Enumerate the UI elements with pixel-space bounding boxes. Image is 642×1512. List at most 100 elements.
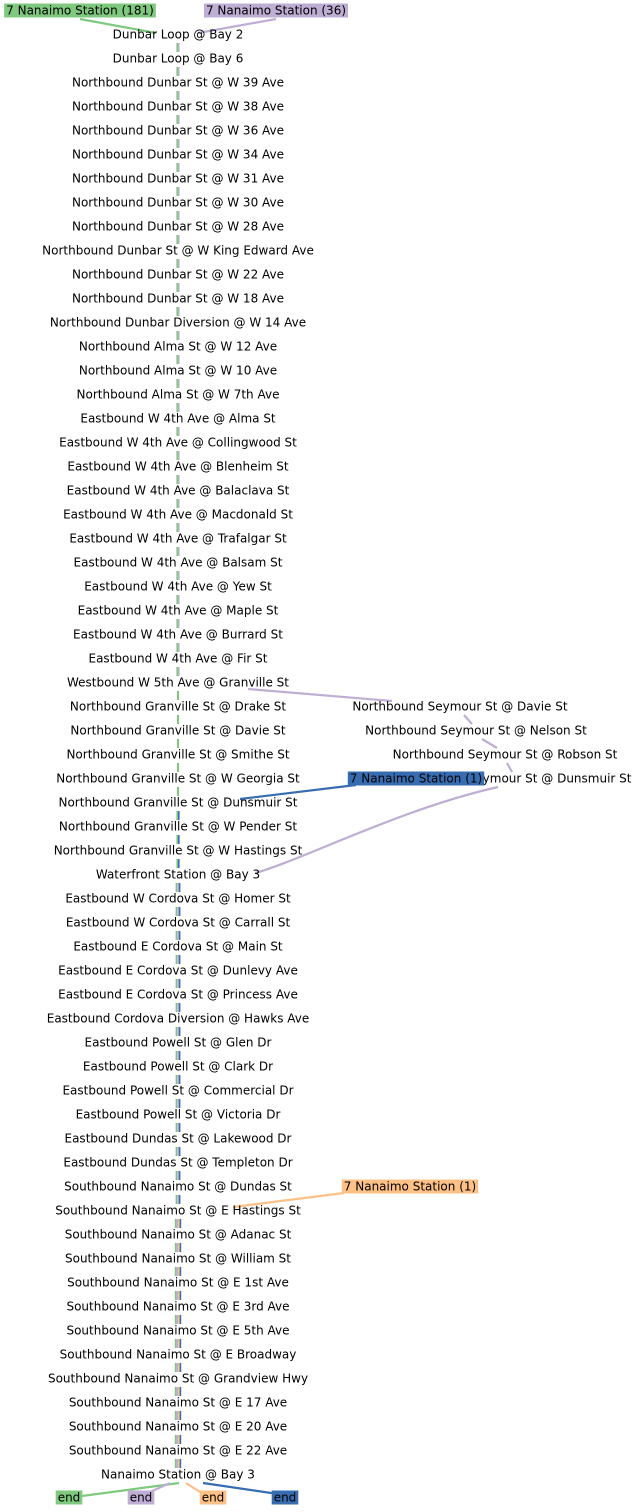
stop-label-group: Southbound Nanaimo St @ E 22 Ave bbox=[69, 1444, 287, 1458]
stop-label: Northbound Dunbar St @ W 28 Ave bbox=[72, 220, 284, 234]
stop-label-group: Southbound Nanaimo St @ E Hastings St bbox=[55, 1204, 301, 1218]
stop-label-group: Northbound Granville St @ Smithe St bbox=[66, 748, 289, 762]
stop-label: Eastbound W 4th Ave @ Collingwood St bbox=[59, 436, 297, 450]
stop-label-group: Northbound Dunbar St @ W 36 Ave bbox=[72, 124, 284, 138]
stop-label: Dunbar Loop @ Bay 6 bbox=[113, 52, 244, 66]
route-label-orange: 7 Nanaimo Station (1) bbox=[344, 1180, 476, 1194]
stop-label: Northbound Dunbar Diversion @ W 14 Ave bbox=[50, 316, 306, 330]
stop-label-group: Northbound Granville St @ Drake St bbox=[70, 700, 286, 714]
stop-label-group: Waterfront Station @ Bay 3 bbox=[96, 868, 260, 882]
stop-label: Eastbound W 4th Ave @ Maple St bbox=[78, 604, 279, 618]
route-labels: 7 Nanaimo Station (181) 7 Nanaimo Station… bbox=[4, 3, 485, 1505]
stop-label-group: Eastbound E Cordova St @ Dunlevy Ave bbox=[58, 964, 298, 978]
stop-label: Eastbound E Cordova St @ Princess Ave bbox=[58, 988, 298, 1002]
stop-label-group: Northbound Granville St @ W Hastings St bbox=[54, 844, 303, 858]
stop-label: Southbound Nanaimo St @ E 5th Ave bbox=[66, 1324, 289, 1338]
route-label-purple-group: 7 Nanaimo Station (36) bbox=[203, 3, 349, 18]
stop-label-group: Eastbound W 4th Ave @ Alma St bbox=[80, 412, 276, 426]
stop-label-group: Eastbound W 4th Ave @ Balsam St bbox=[74, 556, 283, 570]
stop-label-group: Eastbound W 4th Ave @ Macdonald St bbox=[63, 508, 293, 522]
stop-label: Eastbound E Cordova St @ Main St bbox=[73, 940, 283, 954]
stop-label-group: Eastbound E Cordova St @ Main St bbox=[73, 940, 283, 954]
stop-label: Northbound Alma St @ W 10 Ave bbox=[79, 364, 277, 378]
stop-label: Eastbound W Cordova St @ Homer St bbox=[65, 892, 291, 906]
stop-label-group: Northbound Alma St @ W 12 Ave bbox=[79, 340, 277, 354]
stop-label-group: Southbound Nanaimo St @ Grandview Hwy bbox=[48, 1372, 308, 1386]
stop-label-group: Eastbound Powell St @ Commercial Dr bbox=[62, 1084, 293, 1098]
stop-label: Southbound Nanaimo St @ E Hastings St bbox=[55, 1204, 301, 1218]
stop-label-group: Eastbound W 4th Ave @ Collingwood St bbox=[59, 436, 297, 450]
stop-label: Northbound Granville St @ W Georgia St bbox=[56, 772, 300, 786]
stop-label-group: Northbound Dunbar St @ W 22 Ave bbox=[72, 268, 284, 282]
purple-branch-seg bbox=[506, 762, 513, 773]
stop-label: Northbound Granville St @ Drake St bbox=[70, 700, 286, 714]
stop-label: Eastbound W Cordova St @ Carrall St bbox=[66, 916, 291, 930]
end-label-purple-box bbox=[127, 1490, 155, 1505]
purple-branch-out bbox=[247, 687, 393, 703]
stop-label-group: Northbound Dunbar St @ W 18 Ave bbox=[72, 292, 284, 306]
purple-branch-seg bbox=[481, 738, 498, 749]
stop-label-group: Southbound Nanaimo St @ Dundas St bbox=[64, 1180, 292, 1194]
end-label-purple: end bbox=[130, 1491, 153, 1505]
route-label-purple: 7 Nanaimo Station (36) bbox=[206, 4, 346, 18]
stop-label-group: Dunbar Loop @ Bay 6 bbox=[113, 52, 244, 66]
stop-label: Southbound Nanaimo St @ E 1st Ave bbox=[67, 1276, 289, 1290]
stop-label-group: Northbound Alma St @ W 10 Ave bbox=[79, 364, 277, 378]
stop-label: Northbound Dunbar St @ W 36 Ave bbox=[72, 124, 284, 138]
stop-label-group: Southbound Nanaimo St @ E 3rd Ave bbox=[66, 1300, 289, 1314]
stop-label: Eastbound W 4th Ave @ Burrard St bbox=[73, 628, 283, 642]
end-label-blue: end bbox=[274, 1491, 297, 1505]
stop-label-group: Southbound Nanaimo St @ William St bbox=[65, 1252, 291, 1266]
stop-label-group: Southbound Nanaimo St @ E 5th Ave bbox=[66, 1324, 289, 1338]
stop-label-group: Northbound Granville St @ W Georgia St bbox=[56, 772, 300, 786]
stop-label-group: Southbound Nanaimo St @ Adanac St bbox=[65, 1228, 292, 1242]
stop-label: Eastbound E Cordova St @ Dunlevy Ave bbox=[58, 964, 298, 978]
stop-label: Northbound Dunbar St @ W 34 Ave bbox=[72, 148, 284, 162]
purple-branch-return bbox=[254, 785, 499, 875]
stop-label: Southbound Nanaimo St @ William St bbox=[65, 1252, 291, 1266]
stop-label: Eastbound W 4th Ave @ Trafalgar St bbox=[69, 532, 287, 546]
stop-label: Northbound Dunbar St @ W King Edward Ave bbox=[42, 244, 314, 258]
stop-label: Southbound Nanaimo St @ E 3rd Ave bbox=[66, 1300, 289, 1314]
stop-label-group: Eastbound Cordova Diversion @ Hawks Ave bbox=[47, 1012, 310, 1026]
route-label-green-box bbox=[4, 3, 156, 18]
stop-label: Nanaimo Station @ Bay 3 bbox=[101, 1468, 255, 1482]
route-label-purple-box bbox=[203, 3, 349, 18]
stop-label: Dunbar Loop @ Bay 2 bbox=[113, 28, 244, 42]
end-label-blue-group: end bbox=[271, 1490, 299, 1505]
stop-label: Eastbound Dundas St @ Lakewood Dr bbox=[65, 1132, 292, 1146]
stop-label-group: Northbound Dunbar St @ W 34 Ave bbox=[72, 148, 284, 162]
stop-label-group: Eastbound W 4th Ave @ Burrard St bbox=[73, 628, 283, 642]
end-label-purple-group: end bbox=[127, 1490, 155, 1505]
branch-stop-label: Northbound Seymour St @ Nelson St bbox=[365, 724, 587, 738]
end-label-orange-group: end bbox=[199, 1490, 227, 1505]
stop-label-group: Northbound Granville St @ Davie St bbox=[70, 724, 285, 738]
purple-start-connector bbox=[197, 17, 277, 35]
stop-label-group: Southbound Nanaimo St @ E 1st Ave bbox=[67, 1276, 289, 1290]
stop-label: Northbound Dunbar St @ W 31 Ave bbox=[72, 172, 284, 186]
stop-label-group: Eastbound Powell St @ Victoria Dr bbox=[76, 1108, 281, 1122]
stop-label: Southbound Nanaimo St @ E 20 Ave bbox=[69, 1420, 287, 1434]
blue-start-connector bbox=[239, 783, 357, 801]
branch-stop-label: Northbound Seymour St @ Davie St bbox=[352, 700, 567, 714]
stop-label-group: Eastbound W 4th Ave @ Maple St bbox=[78, 604, 279, 618]
stop-label: Southbound Nanaimo St @ Adanac St bbox=[65, 1228, 292, 1242]
stop-label-group: Northbound Granville St @ Dunsmuir St bbox=[58, 796, 297, 810]
stop-label-group: Southbound Nanaimo St @ E 20 Ave bbox=[69, 1420, 287, 1434]
stop-label: Northbound Dunbar St @ W 39 Ave bbox=[72, 76, 284, 90]
stop-label: Southbound Nanaimo St @ E 17 Ave bbox=[69, 1396, 287, 1410]
route-label-blue-box bbox=[347, 771, 485, 786]
stop-label: Southbound Nanaimo St @ Grandview Hwy bbox=[48, 1372, 308, 1386]
stop-label-group: Southbound Nanaimo St @ E 17 Ave bbox=[69, 1396, 287, 1410]
stop-label: Northbound Dunbar St @ W 38 Ave bbox=[72, 100, 284, 114]
orange-start-connector bbox=[232, 1191, 345, 1209]
route-edges bbox=[79, 17, 513, 1498]
stop-label-group: Eastbound W 4th Ave @ Trafalgar St bbox=[69, 532, 287, 546]
stop-label: Northbound Granville St @ Smithe St bbox=[66, 748, 289, 762]
route-label-green: 7 Nanaimo Station (181) bbox=[6, 4, 154, 18]
stop-label: Eastbound W 4th Ave @ Alma St bbox=[80, 412, 276, 426]
stop-label-group: Northbound Granville St @ W Pender St bbox=[59, 820, 297, 834]
stop-label: Northbound Alma St @ W 12 Ave bbox=[79, 340, 277, 354]
branch-stop-label-group: Northbound Seymour St @ Davie St bbox=[352, 700, 567, 714]
